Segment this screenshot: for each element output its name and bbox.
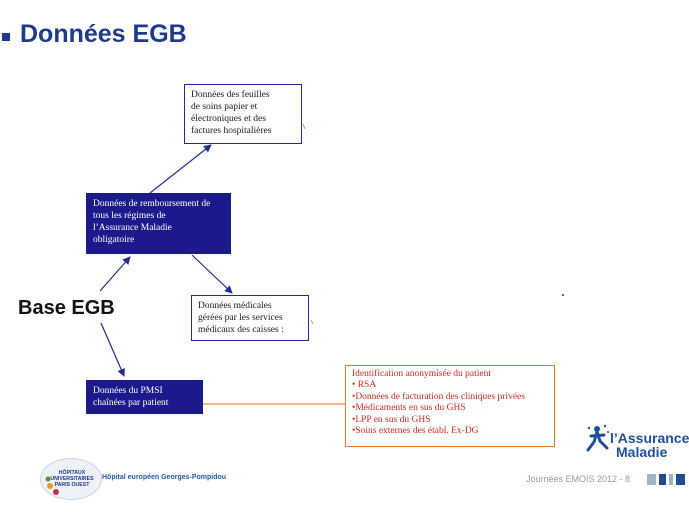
- box-line: médicaux des caisses :: [198, 325, 284, 335]
- arrow-base-to-remboursement: [99, 256, 131, 292]
- box-line: • RSA: [352, 380, 377, 391]
- hospital-logo-disc: HÔPITAUX UNIVERSITAIRES PARIS OUEST: [40, 458, 102, 500]
- box-line: Données des feuilles: [191, 90, 270, 100]
- box-line: l’Assurance Maladie: [93, 223, 172, 233]
- box-remboursement: Données de remboursement de tous les rég…: [86, 193, 231, 254]
- box-line: •LPP en sus du GHS: [352, 414, 431, 425]
- assurance-maladie-logo-icon: l’Assurance Maladie: [582, 418, 689, 463]
- footer-square-icon: [659, 474, 666, 485]
- box-line: gérées par les services: [198, 313, 283, 323]
- disc-line: UNIVERSITAIRES: [50, 476, 94, 482]
- box-line: Données médicales: [198, 301, 272, 311]
- assurance-line2: Maladie: [616, 444, 668, 460]
- footer-square-icon: [676, 474, 685, 485]
- hospital-logo-icon: HÔPITAUX UNIVERSITAIRES PARIS OUEST Hôpi…: [40, 458, 226, 500]
- box-feuilles-de-soins: Données des feuilles de soins papier et …: [184, 84, 302, 144]
- disc-line: HÔPITAUX: [58, 470, 86, 476]
- tick-feuilles: [302, 123, 306, 130]
- box-line: Identification anonymisée du patient: [352, 369, 492, 379]
- assurance-figure-icon: [586, 424, 609, 452]
- box-line: obligatoire: [93, 235, 135, 245]
- box-line: •Soins externes des établ. Ex-DG: [352, 426, 479, 437]
- box-line: Données de remboursement de: [93, 199, 211, 209]
- box-line: Données du PMSI: [93, 386, 163, 396]
- footer-text: Journées EMOIS 2012 - 8: [526, 474, 631, 484]
- assurance-line1: l’Assurance: [610, 430, 689, 446]
- stray-dot: [562, 294, 564, 296]
- box-pmsi: Données du PMSI chaînées par patient: [86, 380, 203, 414]
- slide-title: Données EGB: [20, 20, 187, 48]
- footer-square-icon: [669, 474, 673, 485]
- box-donnees-medicales: Données médicales gérées par les service…: [191, 295, 309, 341]
- hospital-name: Hôpital européen Georges-Pompidou: [102, 474, 227, 481]
- base-egb-label: Base EGB: [18, 297, 115, 319]
- hospital-disc-text: HÔPITAUX UNIVERSITAIRES PARIS OUEST: [47, 470, 97, 488]
- square-bullet-icon: [2, 33, 10, 41]
- box-line: •Médicaments en sus du GHS: [352, 403, 466, 414]
- arrow-base-to-pmsi: [100, 322, 125, 377]
- box-identification: Identification anonymisée du patient • R…: [345, 365, 555, 447]
- box-line: de soins papier et: [191, 102, 258, 112]
- tick-medicales: [310, 319, 314, 325]
- box-line: chaînées par patient: [93, 398, 169, 408]
- arrow-to-feuilles: [149, 144, 212, 194]
- footer-square-icon: [647, 474, 656, 485]
- box-line: •Données de facturation des cliniques pr…: [352, 391, 525, 402]
- box-line: électroniques et des: [191, 114, 266, 124]
- hospital-dots-icon: [45, 476, 59, 495]
- disc-line: PARIS OUEST: [54, 482, 90, 488]
- box-line: tous les régimes de: [93, 211, 166, 221]
- arrow-to-medicales: [191, 254, 233, 294]
- box-line: factures hospitalières: [191, 126, 272, 136]
